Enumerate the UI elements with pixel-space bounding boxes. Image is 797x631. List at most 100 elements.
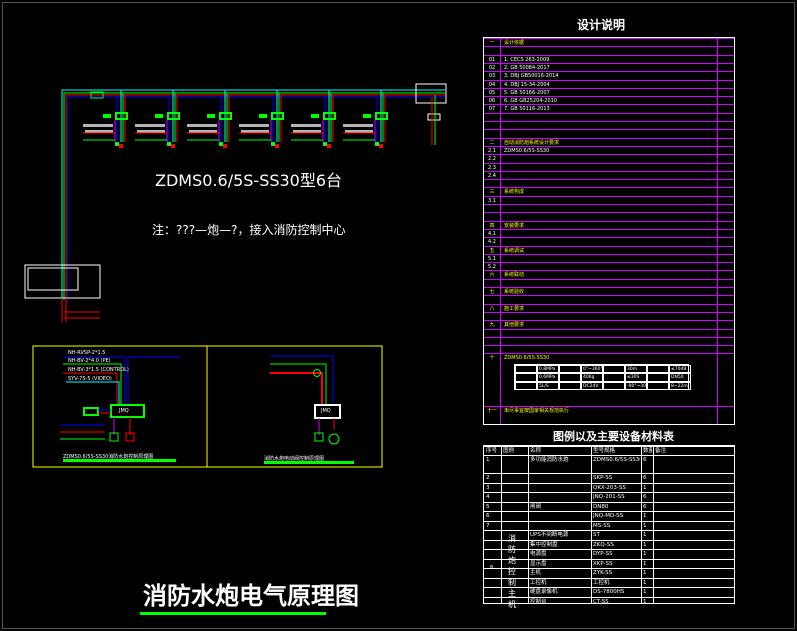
column-header: 备注 (655, 448, 667, 454)
cable-label: SYV-75-5 (VIDEO) (68, 376, 112, 382)
note-text: 施工要求 (504, 305, 525, 312)
equipment-row: 序号图例名称型号规格数量备注 (484, 446, 734, 455)
cannon-unit (291, 90, 336, 148)
item-model: 工控机 (593, 579, 610, 586)
group-legend: 消防炮控制主机 (508, 534, 516, 609)
parameter-cell (603, 381, 625, 391)
parameter-cell: 0.6MPa (537, 373, 559, 382)
note-row: 5.1 (484, 253, 734, 263)
note-row: 八施工要求 (484, 303, 734, 313)
left-caption: ZDMS0.6/5S-SS30消防水炮控制原理图 (63, 454, 154, 460)
item-name: 硬盘录像机 (530, 589, 558, 595)
right-caption: 消防水炮电动阀控制原理图 (264, 456, 325, 462)
item-name: 集中控制盘 (530, 541, 558, 548)
equipment-row: 显示盘 XKP-SS 1 (484, 558, 734, 569)
note-number: 4.1 (488, 230, 496, 237)
item-model: DS-7800HS (593, 589, 625, 595)
parameter-cell (603, 364, 625, 374)
parameter-cell: ≤30S (625, 373, 647, 382)
item-model: SKP-SS (593, 475, 613, 481)
item-model: ST (593, 532, 600, 538)
jmq-box-left (110, 404, 145, 418)
note-row: 二自动消防炮系统设计要求 (484, 137, 734, 147)
item-qty: 6 (643, 475, 647, 481)
jmq-label: JMQ (321, 408, 331, 414)
note-row: 十 ZDMS0.6/5S-SS30 (484, 353, 734, 362)
note-text: 系统验收 (504, 289, 525, 295)
parameter-cell (647, 364, 669, 374)
item-qty: 1 (643, 551, 647, 557)
row-number: 8 (490, 565, 494, 571)
item-qty: 1 (643, 513, 647, 519)
note-number: 07 (488, 106, 496, 113)
cannon-unit (83, 90, 128, 148)
note-row: 三 系统构成 (484, 187, 734, 196)
note-row (484, 179, 734, 188)
item-qty: 1 (643, 532, 647, 538)
note-number: 六 (489, 272, 495, 279)
note-row (484, 46, 734, 55)
note-text: ZDMS0.6/5S-SS30 (504, 355, 550, 362)
item-name: 控制台 (530, 598, 547, 605)
item-name: UPS不间断电源 (530, 532, 569, 538)
note-text: ZDMS0.6/5S-SS30 (504, 147, 550, 154)
notes-title: 设计说明 (577, 18, 626, 32)
parameter-cell (647, 373, 669, 382)
cable-bus (61, 89, 445, 300)
valve-icon (314, 432, 324, 442)
parameter-cell (515, 381, 537, 391)
note-row (484, 328, 734, 338)
parameter-cell: 8~22m (669, 381, 691, 391)
note-text: 系统构成 (504, 189, 525, 196)
jmq-box-right (314, 404, 341, 419)
note-row (484, 278, 734, 288)
row-number: 1 (486, 457, 490, 463)
note-number: 七 (489, 289, 495, 295)
item-name: 多功能消防水炮 (530, 457, 569, 463)
item-qty: 1 (643, 589, 647, 595)
item-qty: 1 (643, 522, 647, 529)
item-qty: 1 (643, 560, 647, 567)
note-row (484, 336, 734, 346)
parameter-cell: 30m (625, 364, 647, 374)
parameter-cell (559, 381, 581, 391)
parameter-cell: 0.8MPa (537, 364, 559, 374)
note-text: 设计依据 (504, 40, 525, 46)
jmq-label: JMQ (119, 408, 129, 414)
item-name: 闸阀 (530, 503, 542, 510)
note-number: 十 (489, 355, 495, 362)
cannon-unit (239, 90, 284, 148)
item-model: MS-SS (593, 522, 611, 529)
column-header: 型号规格 (593, 448, 616, 454)
note-text: 2. GB 50084-2017 (504, 64, 550, 71)
row-number: 2 (486, 475, 490, 481)
cannon-unit (135, 90, 180, 148)
item-name: 显示盘 (530, 560, 547, 567)
note-row: 2.4 (484, 170, 734, 180)
note-number: 2.3 (488, 164, 496, 171)
item-model: XKP-SS (593, 560, 613, 567)
item-qty: 6 (643, 494, 647, 500)
note-row: 十一未尽事宜按国家相关规范执行 (484, 405, 734, 415)
note-text: 4. DBJ 15-34-2004 (504, 81, 550, 88)
note-row: 4.2 (484, 237, 734, 246)
note-row: 05 5. GB 50166-2007 (484, 87, 734, 97)
note-text: 5. GB 50166-2007 (504, 89, 550, 96)
note-number: 02 (488, 64, 496, 71)
note-number: 05 (488, 89, 496, 96)
note-number: 四 (489, 222, 495, 229)
note-number: 三 (489, 189, 495, 196)
item-name: 工控机 (530, 579, 547, 586)
